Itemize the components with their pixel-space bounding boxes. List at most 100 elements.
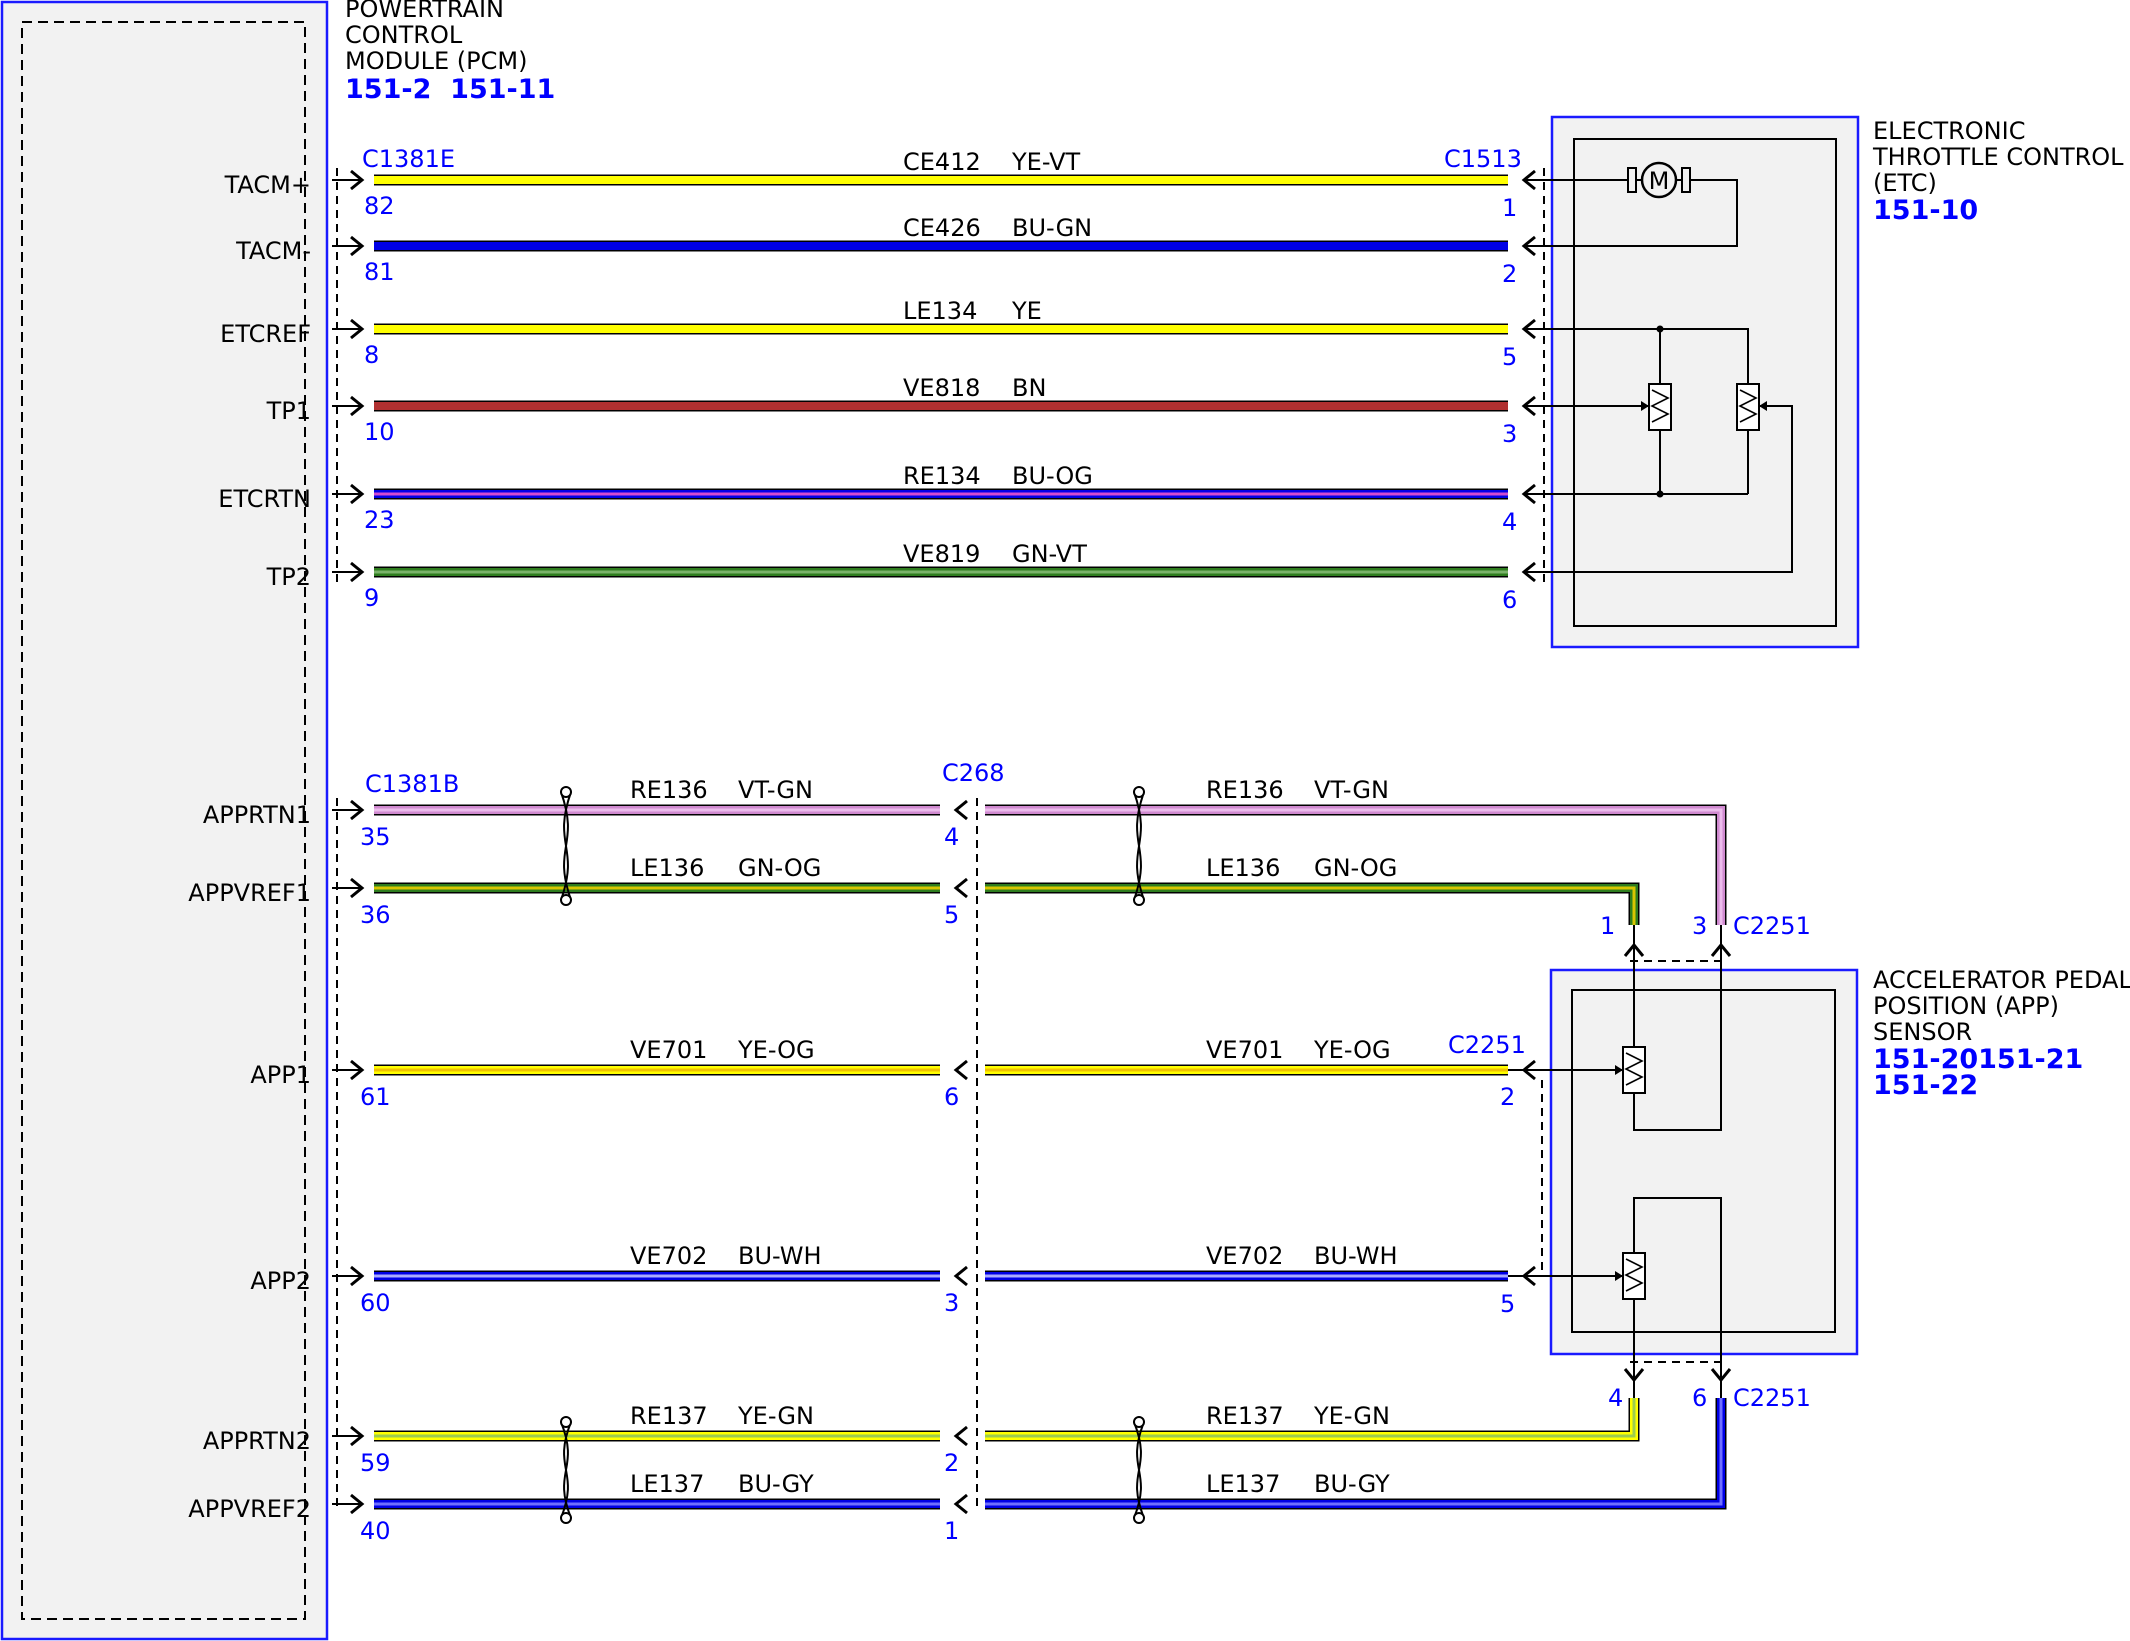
- color-code-left-re136: VT-GN: [738, 776, 813, 804]
- pcm-pin-label-appvref2: APPVREF2: [188, 1495, 311, 1523]
- etc-pin-arrow-4: [1521, 483, 1536, 505]
- pcm-pin-label-tacm-: TACM-: [235, 237, 311, 265]
- etc-pin-arrow-5: [1521, 318, 1536, 340]
- pcm-pin-number-82: 82: [364, 192, 395, 220]
- circuit-right-re136: RE136: [1206, 776, 1284, 804]
- inline-pin-number-5: 5: [944, 901, 959, 929]
- circuit-left-le136: LE136: [630, 854, 704, 882]
- twisted-pair-2-left-b: [560, 1421, 572, 1519]
- pcm-pin-label-app1: APP1: [250, 1061, 311, 1089]
- pcm-pin-label-tacm+: TACM+: [224, 171, 311, 199]
- pcm-pin-label-etcrtn: ETCRTN: [218, 485, 311, 513]
- pcm-pin-label-apprtn1: APPRTN1: [203, 801, 311, 829]
- pcm-pin-number-81: 81: [364, 258, 395, 286]
- circuit-right-le137: LE137: [1206, 1470, 1280, 1498]
- etc-title-line-3: (ETC): [1873, 169, 1937, 197]
- twisted-pair-1-left-bottom: [560, 894, 572, 906]
- twisted-pair-1-left-top: [560, 786, 572, 798]
- wire-re137-app-side-stripe: [985, 1398, 1636, 1438]
- color-code-left-le136: GN-OG: [738, 854, 821, 882]
- circuit-left-re137: RE137: [630, 1402, 708, 1430]
- pcm-pin-23-arrow: [350, 483, 365, 505]
- app-pin-5-arrow: [1521, 1265, 1536, 1287]
- etc-pin-arrow-1: [1521, 169, 1536, 191]
- inline-pin-number-3: 3: [944, 1289, 959, 1317]
- color-code-re134: BU-OG: [1012, 462, 1093, 490]
- connector-c2251-top: C2251: [1733, 912, 1811, 940]
- connector-c268: C268: [942, 759, 1005, 787]
- wire-le136-app-side: [985, 884, 1638, 925]
- color-code-right-le136: GN-OG: [1314, 854, 1397, 882]
- throttle-motor-symbol: [1544, 161, 1738, 247]
- color-code-left-re137: YE-GN: [737, 1402, 814, 1430]
- pcm-pin-40-arrow: [350, 1493, 365, 1515]
- inline-pin-arrow-2: [953, 1425, 968, 1447]
- inline-pin-number-1: 1: [944, 1517, 959, 1545]
- pcm-pin-number-35: 35: [360, 823, 391, 851]
- circuit-left-ve702: VE702: [630, 1242, 707, 1270]
- inline-pin-arrow-6: [953, 1059, 968, 1081]
- pcm-pin-59-arrow: [350, 1425, 365, 1447]
- wire-le137-app-side-stripe: [985, 1398, 1723, 1506]
- connector-c1381e: C1381E: [362, 145, 455, 173]
- pcm-pin-number-8: 8: [364, 341, 379, 369]
- pcm-pin-36-arrow: [350, 877, 365, 899]
- app-pedal-sensors: [1544, 935, 1722, 1376]
- pcm-pin-82-arrow: [350, 169, 365, 191]
- wire-re137-app-side: [985, 1398, 1638, 1440]
- circuit-ve819: VE819: [903, 540, 980, 568]
- pcm-pin-10-arrow: [350, 395, 365, 417]
- twisted-pair-1-right-bottom: [1133, 894, 1145, 906]
- etc-pin-number-3: 3: [1502, 420, 1517, 448]
- wire-le136-app-side-stripe: [985, 886, 1636, 925]
- app-title-line-3: SENSOR: [1873, 1018, 1972, 1046]
- etc-pin-number-2: 2: [1502, 260, 1517, 288]
- app-refs-line-1: 151-20151-21: [1873, 1044, 2083, 1075]
- wire-re137-app-side-outline: [985, 1398, 1640, 1442]
- etc-title-line-1: ELECTRONIC: [1873, 117, 2025, 145]
- pcm-pin-number-60: 60: [360, 1289, 391, 1317]
- wire-re136-app-side-stripe: [985, 808, 1723, 925]
- circuit-left-re136: RE136: [630, 776, 708, 804]
- inline-pin-number-2: 2: [944, 1449, 959, 1477]
- twisted-pair-1-right-top: [1133, 786, 1145, 798]
- twisted-pair-1-right-b: [1133, 791, 1145, 901]
- pcm-title-line-3: MODULE (PCM): [345, 47, 527, 75]
- pcm-pin-number-36: 36: [360, 901, 391, 929]
- etc-pin-number-1: 1: [1502, 194, 1517, 222]
- pcm-pin-61-arrow: [350, 1059, 365, 1081]
- pcm-pin-35-arrow: [350, 799, 365, 821]
- app-pin-number-5: 5: [1500, 1290, 1515, 1318]
- pcm-pin-label-app2: APP2: [250, 1267, 311, 1295]
- etc-pin-number-5: 5: [1502, 343, 1517, 371]
- color-code-ce412: YE-VT: [1011, 148, 1080, 176]
- twisted-pair-1-left-b: [560, 791, 572, 901]
- color-code-right-re137: YE-GN: [1313, 1402, 1390, 1430]
- circuit-right-le136: LE136: [1206, 854, 1280, 882]
- etc-title-line-2: THROTTLE CONTROL: [1872, 143, 2124, 171]
- pcm-pin-number-40: 40: [360, 1517, 391, 1545]
- circuit-right-ve702: VE702: [1206, 1242, 1283, 1270]
- pcm-title-line-2: CONTROL: [345, 21, 463, 49]
- etc-module: [1550, 115, 1860, 649]
- color-code-right-le137: BU-GY: [1314, 1470, 1390, 1498]
- circuit-left-le137: LE137: [630, 1470, 704, 1498]
- circuit-le134: LE134: [903, 297, 977, 325]
- inline-pin-number-4: 4: [944, 823, 959, 851]
- pcm-pin-label-appvref1: APPVREF1: [188, 879, 311, 907]
- pcm-module: [0, 0, 329, 1641]
- pcm-refs: 151-2 151-11: [345, 74, 555, 105]
- etc-pin-arrow-3: [1521, 395, 1536, 417]
- pcm-pin-number-59: 59: [360, 1449, 391, 1477]
- color-code-left-le137: BU-GY: [738, 1470, 814, 1498]
- twisted-pair-2-right-bottom: [1133, 1512, 1145, 1524]
- etc-pin-arrow-2: [1521, 235, 1536, 257]
- app-pin-number-2: 2: [1500, 1083, 1515, 1111]
- app-pin-number-6: 6: [1692, 1384, 1707, 1412]
- etc-pin-arrow-6: [1521, 561, 1536, 583]
- pcm-pin-label-apprtn2: APPRTN2: [203, 1427, 311, 1455]
- color-code-right-ve702: BU-WH: [1314, 1242, 1398, 1270]
- connector-c2251-bottom: C2251: [1733, 1384, 1811, 1412]
- circuit-ce412: CE412: [903, 148, 981, 176]
